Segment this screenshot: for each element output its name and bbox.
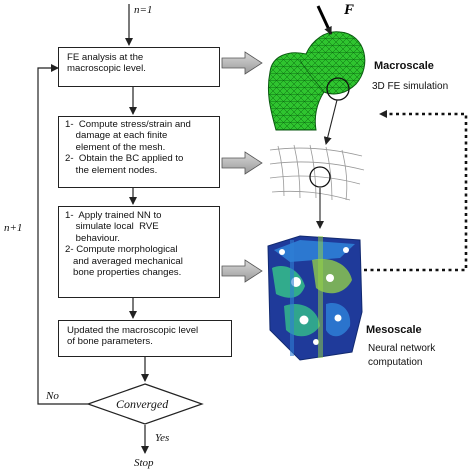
update-line-2: of bone parameters. [67,336,153,348]
fe-analysis-box: FE analysis at the macroscopic level. [58,47,220,87]
femur-mesh [267,5,366,131]
update-box: Updated the macroscopic level of bone pa… [58,320,232,357]
neural-net-line-5: and averaged mechanical [65,255,183,267]
start-counter-label: n=1 [134,4,153,16]
yes-branch-label: Yes [155,432,170,444]
mesoscale-subtitle-1: Neural network [368,343,436,354]
loop-back-line [37,64,88,405]
element-mesh-detail [269,144,365,201]
decision-label: Converged [116,397,169,411]
neural-net-line-1: 1- Apply trained NN to [65,210,162,221]
macroscale-subtitle: 3D FE simulation [372,81,449,92]
fe-analysis-line-1: FE analysis at the [67,52,144,63]
loop-counter-label: n+1 [4,222,23,234]
macroscale-title: Macroscale [374,60,434,72]
stress-strain-box: 1- Compute stress/strain and damage at e… [58,116,220,188]
fat-arrow-element [221,151,263,175]
stress-strain-line-1: 1- Compute stress/strain and [65,119,191,130]
zoom-arrow-macro [323,99,338,145]
neural-net-line-2: simulate local RVE [65,221,159,233]
stop-label: Stop [134,457,154,469]
stress-strain-line-4: 2- Obtain the BC applied to [65,153,184,165]
decision-diamond [86,383,204,425]
no-branch-label: No [46,390,59,402]
mesoscale-subtitle-2: computation [368,357,423,368]
neural-net-line-3: behaviour. [65,232,120,244]
force-label: F [344,2,355,18]
stress-strain-line-5: the element nodes. [65,164,158,176]
fe-analysis-line-2: macroscopic level. [67,63,146,75]
mesoscale-bone [267,235,363,361]
fat-arrow-meso [221,259,263,283]
mesoscale-title: Mesoscale [366,324,422,336]
neural-net-line-6: bone properties changes. [65,267,182,279]
feedback-dotted-arrow [364,110,468,272]
update-line-1: Updated the macroscopic level [67,325,199,336]
neural-net-box: 1- Apply trained NN to simulate local RV… [58,206,220,298]
neural-net-line-4: 2- Compute morphological [65,244,178,256]
stress-strain-line-2: damage at each finite [65,130,168,142]
stress-strain-line-3: element of the mesh. [65,141,166,153]
fat-arrow-macro [221,51,263,75]
